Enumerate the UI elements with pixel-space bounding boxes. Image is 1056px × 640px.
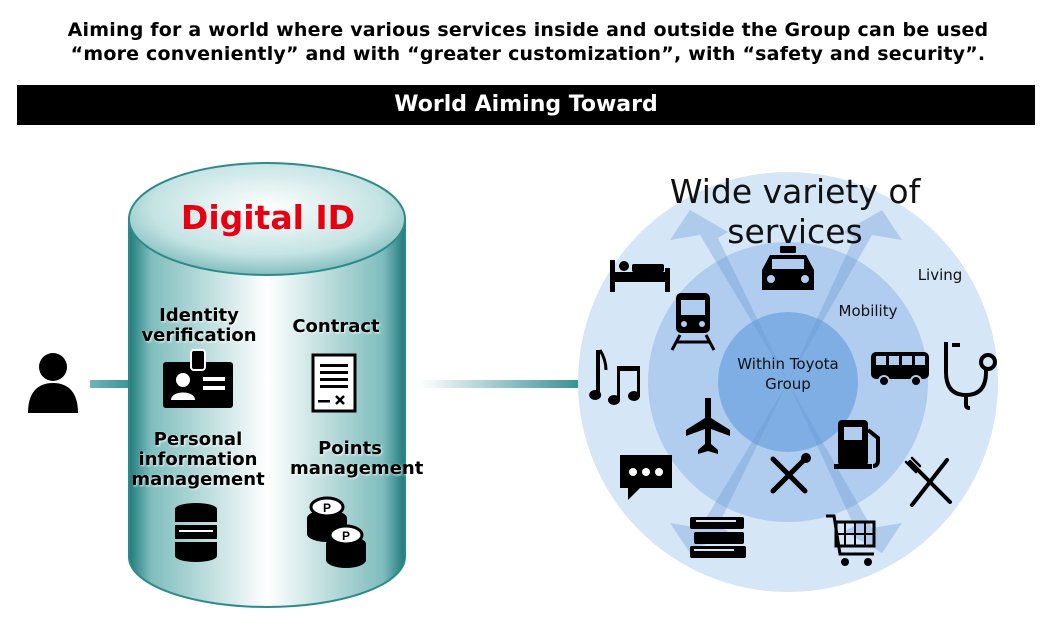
headline-line-2: “more conveniently” and with “greater cu…	[70, 43, 986, 65]
shopping-cart-icon	[826, 514, 876, 566]
services-title: Wide variety of services	[669, 172, 921, 251]
fuel-pump-icon	[834, 420, 880, 469]
id-card-icon	[163, 349, 233, 408]
person-icon	[28, 353, 78, 413]
restaurant-icon	[904, 456, 952, 507]
taxi-icon	[762, 246, 814, 290]
services-connector	[420, 380, 588, 388]
ring-label-middle: Mobility	[838, 302, 898, 320]
airplane-icon	[686, 398, 730, 454]
books-icon	[690, 517, 746, 558]
personal-information-management-label: Personal information management	[131, 429, 265, 490]
svg-text:P: P	[342, 529, 350, 543]
svg-text:P: P	[323, 501, 331, 515]
points-management-label: Points management	[290, 438, 424, 479]
train-icon	[670, 293, 716, 351]
banner: World Aiming Toward	[17, 85, 1035, 125]
bus-icon	[871, 352, 929, 387]
headline-line-1: Aiming for a world where various service…	[67, 19, 989, 41]
headline: Aiming for a world where various service…	[0, 18, 1056, 66]
points-coins-icon: P P	[307, 496, 366, 568]
music-icon	[589, 349, 640, 405]
contract-document-icon	[311, 353, 357, 413]
ring-label-outer: Living	[917, 266, 963, 284]
contract-label: Contract	[292, 316, 380, 337]
service-arrows	[670, 210, 902, 553]
digital-id-title: Digital ID	[180, 198, 356, 237]
user-connector	[90, 380, 130, 388]
tools-icon	[770, 453, 811, 494]
identity-verification-label: Identity verification	[141, 305, 257, 346]
database-icon	[175, 503, 217, 562]
bed-icon	[610, 260, 670, 292]
stethoscope-icon	[944, 342, 997, 410]
ring-label-inner: Within Toyota Group	[737, 355, 839, 393]
chat-icon	[620, 455, 672, 500]
